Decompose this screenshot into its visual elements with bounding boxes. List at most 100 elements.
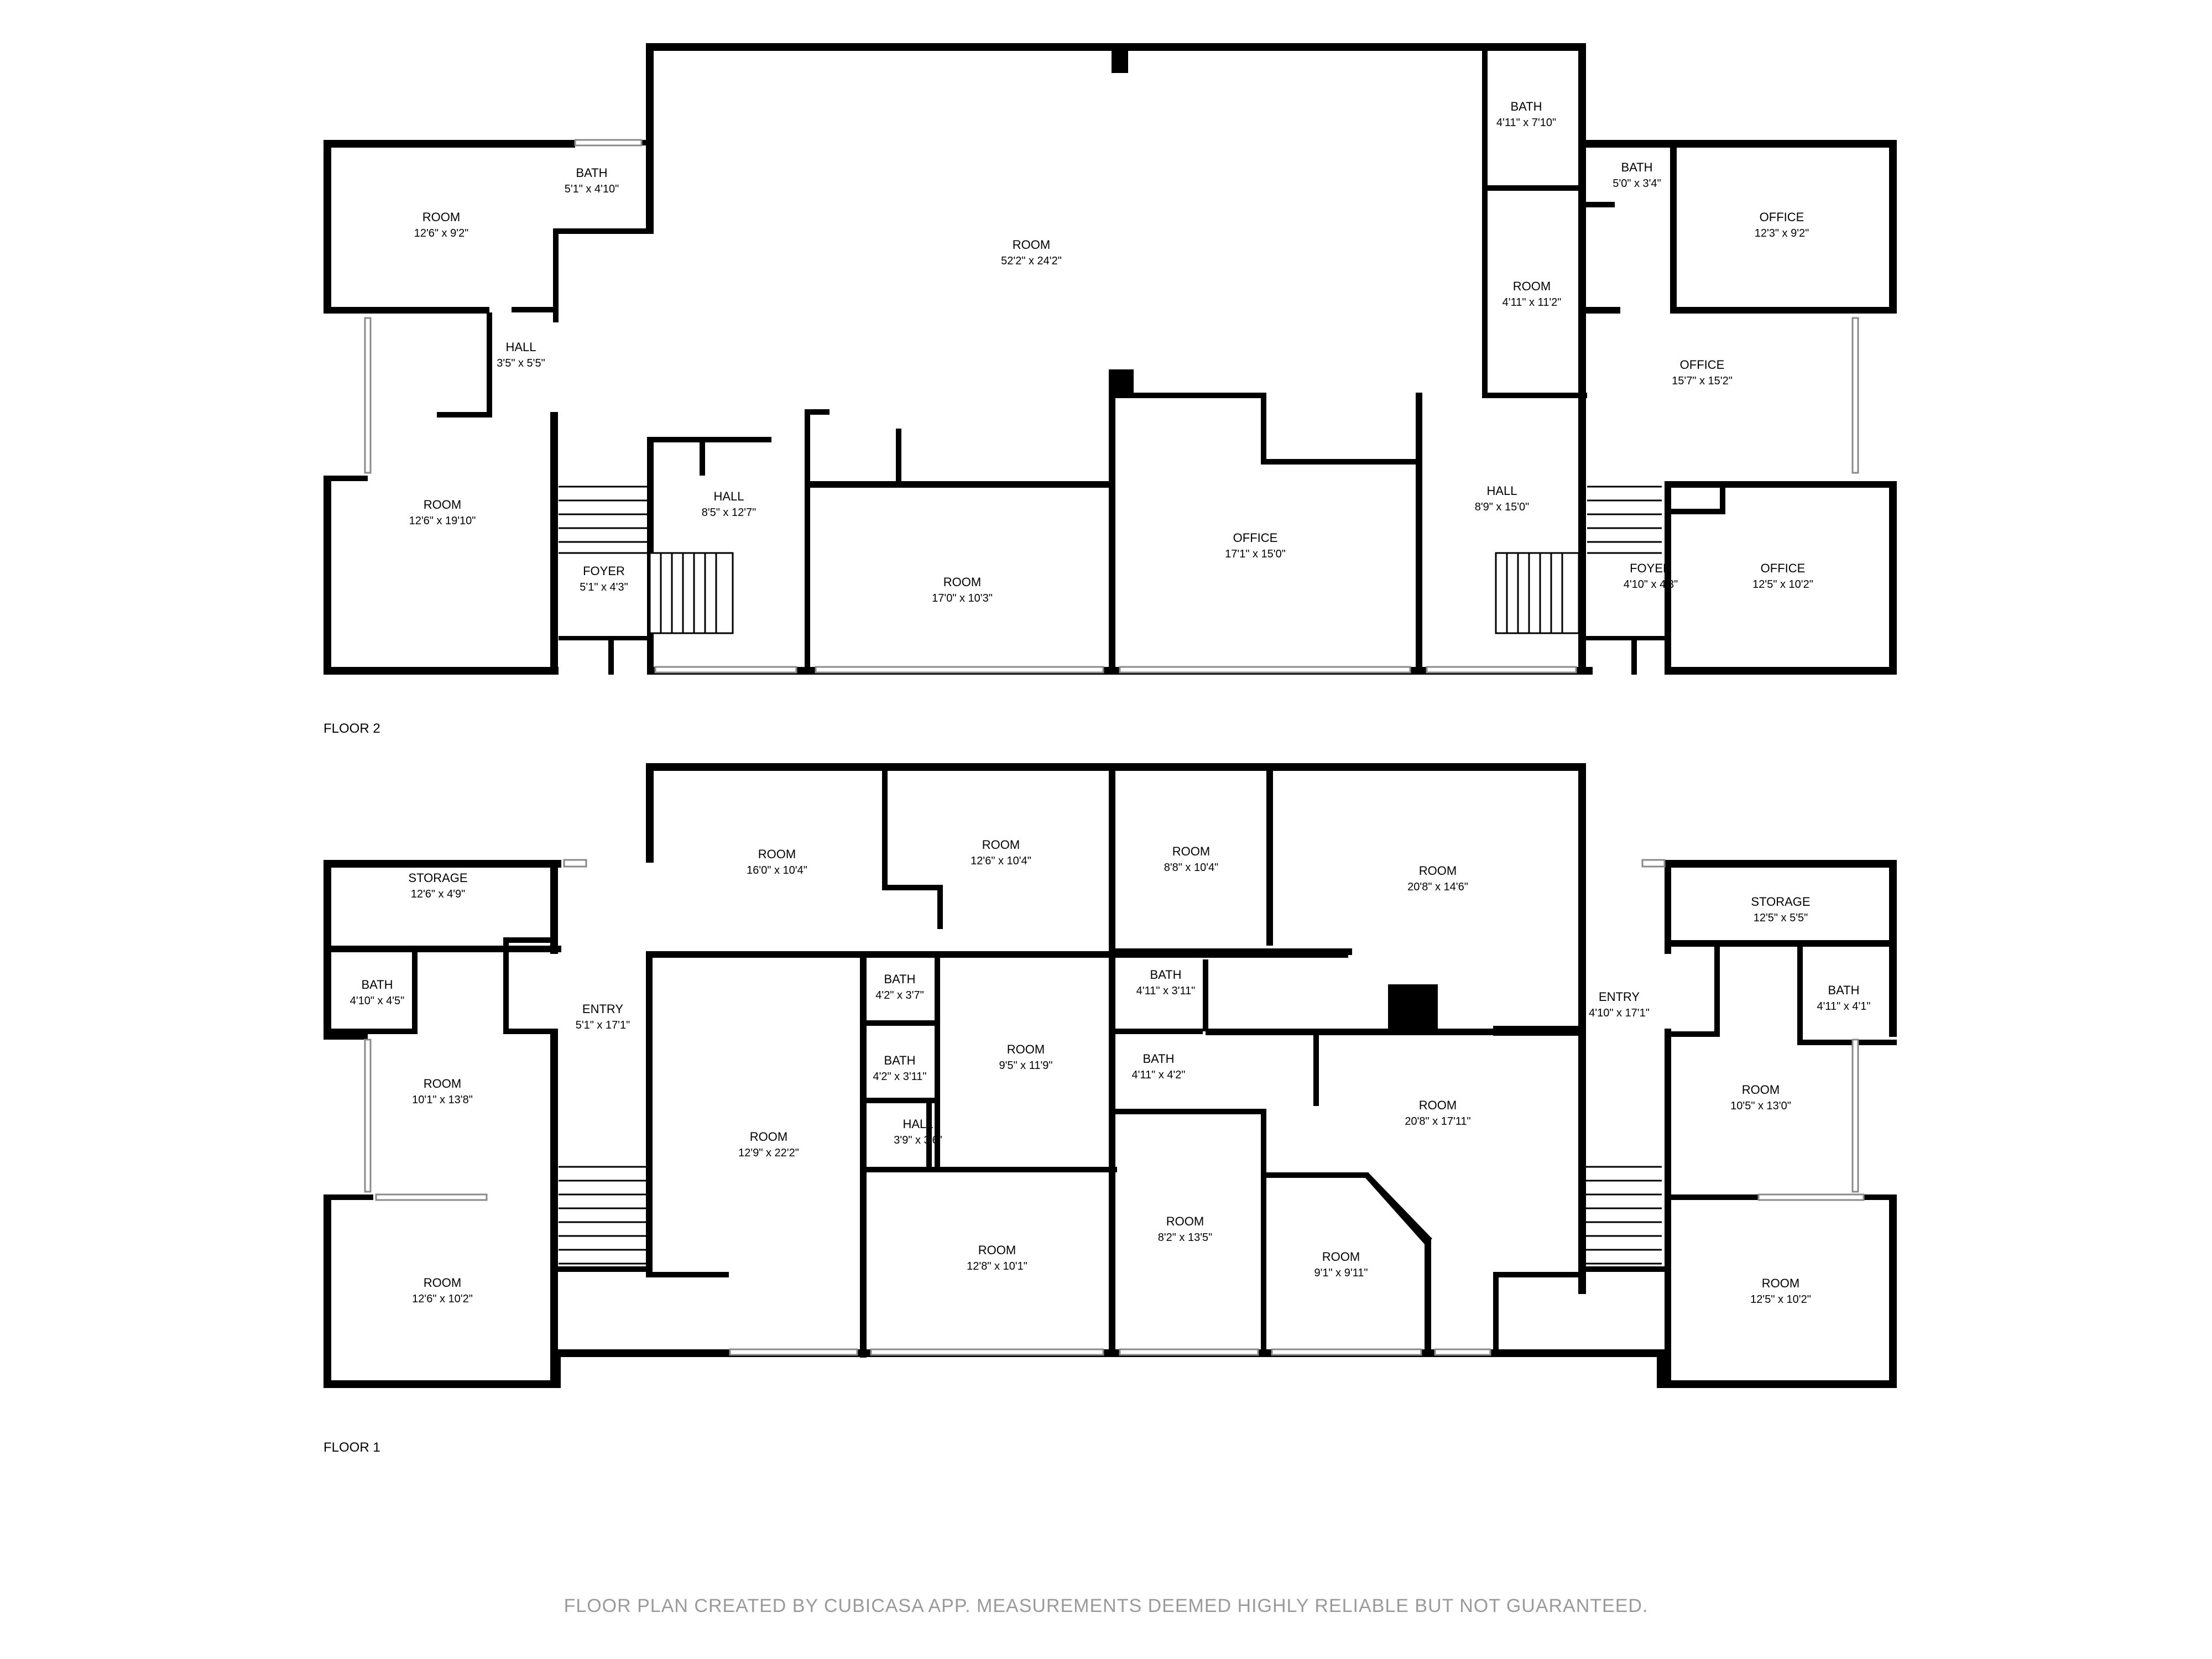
room-dimensions: 10'1" x 13'8": [412, 1094, 473, 1106]
room-name: BATH: [361, 978, 393, 992]
room-name: ROOM: [1322, 1250, 1360, 1264]
room-label: ROOM 16'0" x 10'4": [747, 847, 807, 877]
room-name: ROOM: [1419, 864, 1457, 878]
room-label: OFFICE 17'1" x 15'0": [1225, 531, 1286, 560]
room-dimensions: 5'1" x 4'3": [580, 581, 628, 593]
floor-1-stairs-right: [1582, 1166, 1662, 1265]
floor-1-plan: [324, 763, 1897, 1388]
room-dimensions: 10'5" x 13'0": [1730, 1100, 1791, 1112]
room-name: OFFICE: [1761, 561, 1806, 575]
room-name: HALL: [902, 1117, 933, 1131]
footer-disclaimer: FLOOR PLAN CREATED BY CUBICASA APP. MEAS…: [564, 1595, 1648, 1616]
floor-2-stairs-right: [1495, 486, 1662, 634]
floor-1-stairs-left: [559, 1166, 647, 1265]
room-label: BATH 4'10" x 4'5": [350, 978, 405, 1007]
room-label: ROOM 9'1" x 9'11": [1314, 1250, 1368, 1279]
room-name: OFFICE: [1760, 210, 1804, 224]
room-label: HALL 3'5" x 5'5": [497, 340, 545, 369]
floor-2-label: FLOOR 2: [324, 721, 380, 736]
room-label: FOYER 4'10" x 4'3": [1624, 561, 1678, 591]
room-dimensions: 5'1" x 17'1": [576, 1019, 630, 1031]
room-name: ROOM: [1007, 1042, 1045, 1056]
room-name: ROOM: [982, 838, 1020, 852]
room-dimensions: 4'11" x 4'2": [1131, 1069, 1185, 1081]
floor-1-label: FLOOR 1: [324, 1440, 380, 1455]
room-dimensions: 8'5" x 12'7": [702, 507, 757, 519]
room-name: ROOM: [1172, 844, 1210, 858]
room-name: ROOM: [943, 575, 981, 589]
room-name: OFFICE: [1233, 531, 1278, 545]
room-dimensions: 4'11" x 3'11": [1136, 985, 1196, 997]
room-dimensions: 17'1" x 15'0": [1225, 548, 1286, 560]
floor-1-walls: [324, 763, 1897, 1388]
room-dimensions: 12'5" x 10'2": [1750, 1293, 1811, 1306]
room-dimensions: 8'8" x 10'4": [1164, 862, 1219, 874]
room-dimensions: 12'9" x 22'2": [738, 1147, 799, 1159]
room-name: ROOM: [424, 1276, 461, 1290]
room-name: ROOM: [978, 1243, 1016, 1257]
room-label: ROOM 12'8" x 10'1": [967, 1243, 1027, 1272]
room-name: BATH: [1828, 983, 1859, 997]
floor-2-plan: [324, 43, 1897, 675]
room-dimensions: 12'6" x 10'4": [971, 855, 1031, 867]
room-dimensions: 12'8" x 10'1": [967, 1260, 1027, 1272]
room-dimensions: 3'5" x 5'5": [497, 357, 545, 369]
room-name: ROOM: [1762, 1276, 1799, 1290]
room-dimensions: 3'9" x 3'6": [894, 1134, 942, 1146]
room-dimensions: 12'5" x 10'2": [1752, 578, 1813, 591]
room-dimensions: 4'10" x 17'1": [1589, 1007, 1650, 1019]
room-name: ROOM: [758, 847, 796, 861]
room-label: HALL 3'9" x 3'6": [894, 1117, 942, 1146]
room-label: ROOM 10'1" x 13'8": [412, 1077, 473, 1106]
floor-1-windows: [364, 859, 1865, 1356]
room-dimensions: 52'2" x 24'2": [1001, 255, 1062, 267]
room-dimensions: 20'8" x 17'11": [1405, 1115, 1470, 1128]
room-name: ROOM: [424, 498, 461, 512]
room-dimensions: 5'0" x 3'4": [1613, 178, 1661, 190]
room-name: HALL: [505, 340, 536, 354]
room-dimensions: 8'9" x 15'0": [1475, 501, 1530, 513]
room-name: BATH: [884, 972, 915, 986]
room-name: FOYER: [1630, 561, 1672, 575]
room-dimensions: 4'10" x 4'3": [1624, 578, 1678, 591]
room-dimensions: 4'10" x 4'5": [350, 995, 405, 1007]
room-dimensions: 12'6" x 4'9": [411, 888, 466, 900]
room-name: ROOM: [1166, 1214, 1204, 1228]
room-label: OFFICE 15'7" x 15'2": [1672, 358, 1733, 387]
room-label: ROOM 8'2" x 13'5": [1158, 1214, 1213, 1244]
room-dimensions: 8'2" x 13'5": [1158, 1232, 1213, 1244]
room-dimensions: 4'2" x 3'7": [875, 989, 924, 1001]
room-name: BATH: [1621, 160, 1652, 174]
room-name: OFFICE: [1680, 358, 1725, 372]
room-name: BATH: [1150, 968, 1181, 982]
floor-2-windows: [364, 139, 1859, 674]
room-name: ROOM: [1513, 279, 1551, 293]
room-dimensions: 12'6" x 9'2": [414, 227, 469, 239]
room-dimensions: 4'2" x 3'11": [873, 1071, 926, 1083]
room-dimensions: 16'0" x 10'4": [747, 864, 807, 877]
room-label: ROOM 12'5" x 10'2": [1750, 1276, 1811, 1306]
room-dimensions: 15'7" x 15'2": [1672, 375, 1733, 387]
room-dimensions: 9'1" x 9'11": [1314, 1267, 1368, 1279]
room-label: ROOM 8'8" x 10'4": [1164, 844, 1219, 874]
room-name: ROOM: [424, 1077, 461, 1091]
